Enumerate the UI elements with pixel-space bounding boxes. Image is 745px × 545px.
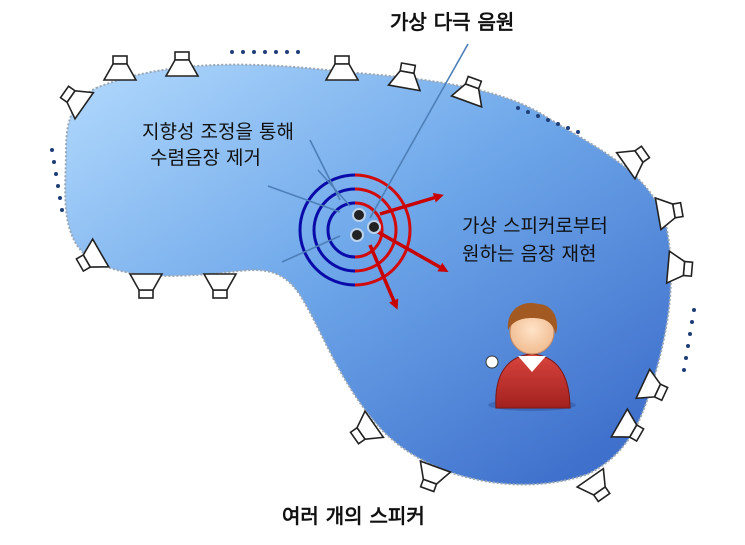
pointer-lines [267,43,469,263]
virtual-source-label: 가상 다극 음원 [390,10,515,34]
reproduce-label-line1: 가상 스피커로부터 [462,215,608,237]
directivity-label-line2: 수렴음장 제거 [150,147,261,169]
reproduce-label-line2: 원하는 음장 재현 [462,243,597,265]
outgoing-wave-arrows [368,192,449,310]
loudspeaker-icon [102,55,138,81]
loudspeaker-icon [387,62,422,92]
loudspeaker-icon [164,51,200,77]
loudspeaker-icon [59,85,95,121]
loudspeaker-icon [615,145,651,181]
directivity-label-line1: 지향성 조정을 통해 [142,121,294,143]
loudspeaker-icon [324,55,360,81]
loudspeaker-icon [449,75,483,109]
speaker-array [59,51,694,503]
loudspeaker-icon [575,467,611,503]
directivity-rings [298,173,412,287]
loudspeaker-icon [202,273,238,299]
speakers-label: 여러 개의 스피커 [282,504,425,528]
virtual-multipole-source-icon [350,208,381,242]
loudspeaker-icon [654,196,684,231]
loudspeaker-icon [75,237,111,273]
loudspeaker-icon [634,367,669,402]
loudspeaker-icon [609,407,645,443]
loudspeaker-icon [349,409,385,445]
loudspeaker-icon [665,249,694,285]
listener-person-icon [485,303,576,411]
more-speakers-dots [50,50,696,372]
loudspeaker-icon [128,273,164,299]
loudspeaker-icon [419,459,453,493]
